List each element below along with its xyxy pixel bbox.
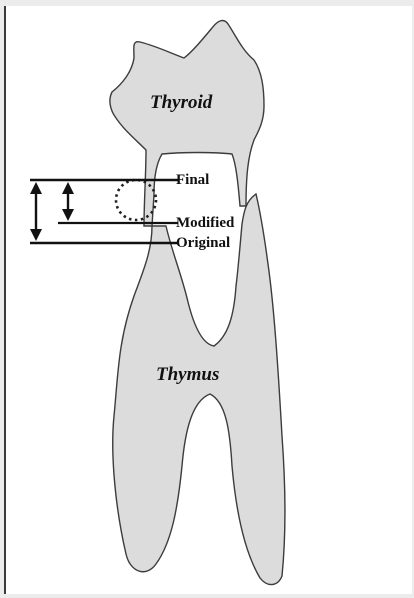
final-label: Final	[176, 172, 209, 188]
original-to-final-arrow	[30, 182, 42, 241]
modified-to-final-arrow	[62, 182, 74, 221]
modified-label: Modified	[176, 215, 235, 231]
thymus-shape	[113, 194, 285, 585]
thymus-label: Thymus	[156, 364, 219, 385]
original-label: Original	[176, 235, 230, 251]
diagram-panel: Thyroid Thymus Final Modified Original	[4, 6, 412, 594]
thyroid-shape	[110, 21, 264, 226]
thyroid-label: Thyroid	[150, 92, 213, 113]
thyroid-thymus-diagram: Thyroid Thymus Final Modified Original	[6, 6, 412, 594]
